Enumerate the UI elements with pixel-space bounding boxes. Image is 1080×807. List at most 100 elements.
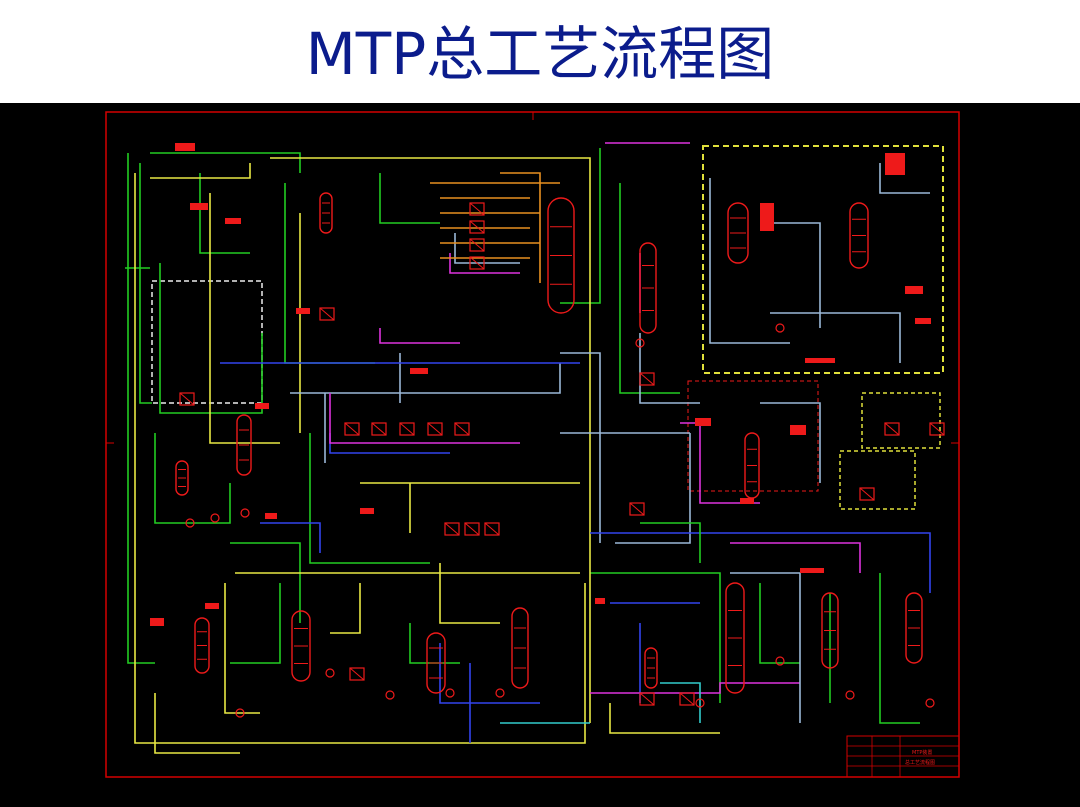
equipment-tag-5 xyxy=(410,368,428,374)
column-2 xyxy=(639,242,657,334)
exchanger-11-diag xyxy=(464,522,480,536)
exchanger-17 xyxy=(349,667,365,681)
pipeline-20 xyxy=(270,157,591,723)
equipment-tag-12 xyxy=(150,618,164,626)
pump-4 xyxy=(325,668,335,678)
column-9 xyxy=(511,607,529,689)
equipment-tag-13 xyxy=(205,603,219,609)
exchanger-21-diag xyxy=(929,422,945,436)
column-11 xyxy=(821,592,839,669)
column-4 xyxy=(849,202,869,269)
equipment-tag-20 xyxy=(255,403,269,409)
pipeline-6 xyxy=(199,173,250,254)
pipeline-52 xyxy=(329,393,520,444)
pipeline-54 xyxy=(590,682,800,694)
pipeline-63 xyxy=(500,172,541,283)
pump-13 xyxy=(775,323,785,333)
pipeline-23 xyxy=(224,583,260,714)
pipeline-51 xyxy=(379,328,460,344)
equipment-tag-14 xyxy=(265,513,277,519)
exchanger-19-diag xyxy=(679,692,695,706)
pipeline-29 xyxy=(290,363,561,394)
exchanger-16-diag xyxy=(319,307,335,321)
equipment-tag-11 xyxy=(800,568,824,573)
column-8 xyxy=(426,632,446,694)
exchanger-11 xyxy=(464,522,480,536)
drawing-frame xyxy=(105,111,960,778)
equipment-tag-1 xyxy=(175,143,195,151)
pipeline-25 xyxy=(439,563,500,624)
pump-14 xyxy=(635,338,645,348)
dashed-unit-box-right-a xyxy=(861,392,941,449)
column-6 xyxy=(175,460,189,496)
equipment-tag-8 xyxy=(805,358,835,363)
exchanger-12 xyxy=(484,522,500,536)
pipeline-4 xyxy=(159,263,263,414)
title-block-box xyxy=(846,735,960,778)
column-5 xyxy=(236,414,252,476)
pipeline-18 xyxy=(150,163,251,179)
exchanger-22-diag xyxy=(859,487,875,501)
column-7 xyxy=(291,610,311,682)
pipeline-3 xyxy=(150,152,301,173)
pipeline-69 xyxy=(730,572,801,723)
exchanger-8 xyxy=(427,422,443,436)
exchanger-21 xyxy=(929,422,945,436)
exchanger-4-diag xyxy=(469,256,485,270)
title-block-line2: 总工艺流程图 xyxy=(905,759,935,766)
title-block-line1: MTP装置 xyxy=(912,749,932,756)
pipeline-17 xyxy=(134,173,586,744)
column-12 xyxy=(905,592,923,664)
equipment-tag-10 xyxy=(695,418,711,426)
exchanger-10-diag xyxy=(444,522,460,536)
exchanger-15 xyxy=(179,392,195,406)
exchanger-16 xyxy=(319,307,335,321)
pipeline-8 xyxy=(309,433,430,564)
exchanger-9 xyxy=(454,422,470,436)
pipeline-13 xyxy=(409,623,460,664)
pipeline-72 xyxy=(760,402,821,483)
exchanger-9-diag xyxy=(454,422,470,436)
dashed-unit-box-left xyxy=(151,280,263,404)
exchanger-5 xyxy=(344,422,360,436)
pump-12 xyxy=(235,708,245,718)
pipeline-32 xyxy=(560,352,601,543)
exchanger-22 xyxy=(859,487,875,501)
pipeline-2 xyxy=(139,163,152,404)
exchanger-3 xyxy=(469,238,485,252)
pump-6 xyxy=(445,688,455,698)
exchanger-7 xyxy=(399,422,415,436)
dashed-unit-box-right-b xyxy=(839,450,916,510)
pipelines xyxy=(125,142,931,754)
exchanger-5-diag xyxy=(344,422,360,436)
equipment-tag-9 xyxy=(905,286,923,294)
equipment-tag-3 xyxy=(225,218,241,224)
pipeline-7 xyxy=(284,183,375,364)
equipment-tag-15 xyxy=(360,508,374,514)
pump-5 xyxy=(385,690,395,700)
pipeline-33 xyxy=(615,433,691,544)
pipeline-12 xyxy=(590,572,721,703)
pump-1 xyxy=(185,518,195,528)
pipeline-43 xyxy=(590,532,931,593)
exchanger-2-diag xyxy=(469,220,485,234)
equipment-tag-19 xyxy=(740,498,754,504)
title-block: MTP装置 总工艺流程图 xyxy=(846,735,960,778)
pipeline-70 xyxy=(609,703,720,734)
exchanger-1-diag xyxy=(469,202,485,216)
pipeline-35 xyxy=(760,222,821,328)
pipeline-19 xyxy=(209,193,280,444)
pump-10 xyxy=(845,690,855,700)
pipeline-10 xyxy=(560,148,601,304)
pipeline-1 xyxy=(127,153,155,664)
exchanger-1 xyxy=(469,202,485,216)
exchanger-6 xyxy=(371,422,387,436)
pipeline-48 xyxy=(260,522,321,553)
pipeline-66 xyxy=(759,583,800,664)
equipment-tag-2 xyxy=(190,203,208,210)
column-10 xyxy=(725,582,745,694)
exchanger-7-diag xyxy=(399,422,415,436)
exchanger-15-diag xyxy=(179,392,195,406)
pump-3 xyxy=(240,508,250,518)
pipeline-68 xyxy=(879,573,920,724)
